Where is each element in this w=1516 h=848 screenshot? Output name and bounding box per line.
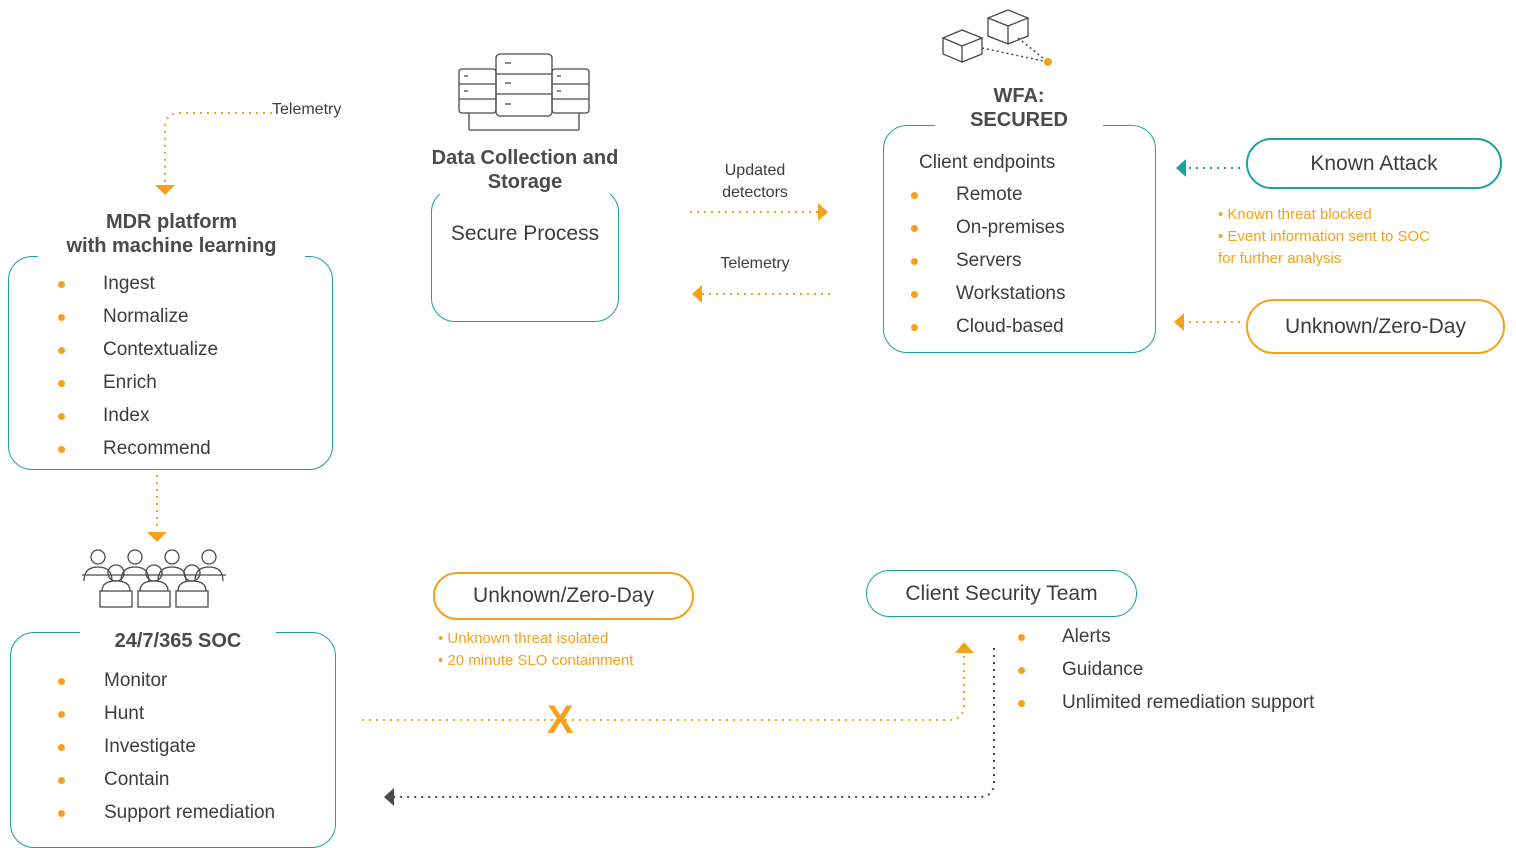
known-attack-pill: Known Attack: [1246, 138, 1502, 189]
arrowhead-detectors: [818, 203, 828, 221]
mdr-list: Ingest Normalize Contextualize Enrich In…: [58, 272, 218, 470]
people-group-icon: [82, 549, 226, 608]
arrowhead-known: [1176, 159, 1186, 177]
wfa-item-on-premises: On-premises: [911, 216, 1065, 249]
bullet-dot: [58, 413, 65, 420]
client-item-remediation-support: Unlimited remediation support: [1018, 691, 1314, 724]
unknown-zero-day-right-pill: Unknown/Zero-Day: [1246, 299, 1505, 354]
wfa-item-servers: Servers: [911, 249, 1065, 282]
cubes-network-icon: [941, 9, 1052, 66]
mdr-item-recommend: Recommend: [58, 437, 218, 470]
wfa-subtitle: Client endpoints: [919, 152, 1056, 173]
wfa-list: Remote On-premises Servers Workstations …: [911, 183, 1065, 348]
mdr-item-enrich: Enrich: [58, 371, 218, 404]
bullet-dot: [58, 777, 65, 784]
wfa-item-remote: Remote: [911, 183, 1065, 216]
bullet-dot: [58, 810, 65, 817]
soc-item-support-remediation: Support remediation: [58, 801, 275, 834]
bullet-dot: [911, 192, 918, 199]
soc-item-hunt: Hunt: [58, 702, 275, 735]
bullet-dot: [1018, 634, 1025, 641]
telemetry-mid-label: Telemetry: [720, 255, 790, 272]
unknown-center-notes: • Unknown threat isolated • 20 minute SL…: [438, 628, 718, 672]
bullet-dot: [911, 291, 918, 298]
bullet-dot: [58, 711, 65, 718]
unknown-zero-day-center-pill: Unknown/Zero-Day: [433, 572, 694, 620]
client-to-soc-line: [394, 648, 995, 798]
bullet-dot: [58, 347, 65, 354]
soc-to-client-line: [362, 655, 965, 721]
updated-detectors-label: Updated detectors: [700, 160, 810, 204]
wfa-item-workstations: Workstations: [911, 282, 1065, 315]
arrowhead-telemetry-mid: [692, 285, 702, 303]
unknown-center-note-1: • Unknown threat isolated: [438, 630, 609, 647]
secure-process-box: [431, 188, 619, 322]
storage-title-line1: Data Collection and: [431, 147, 619, 169]
known-attack-note-3: for further analysis: [1218, 250, 1342, 267]
wfa-title-line1: WFA:: [993, 85, 1045, 107]
mdr-title: MDR platform with machine learning: [38, 210, 305, 258]
bullet-dot: [1018, 700, 1025, 707]
wfa-item-cloud-based: Cloud-based: [911, 315, 1065, 348]
client-item-alerts: Alerts: [1018, 625, 1314, 658]
client-security-team-pill: Client Security Team: [866, 570, 1137, 617]
soc-item-monitor: Monitor: [58, 669, 275, 702]
bullet-dot: [58, 281, 65, 288]
mdr-item-contextualize: Contextualize: [58, 338, 218, 371]
known-attack-notes: • Known threat blocked • Event informati…: [1218, 204, 1516, 270]
updated-detectors-line2: detectors: [722, 184, 788, 201]
known-attack-note-1: • Known threat blocked: [1218, 206, 1372, 223]
bullet-dot: [58, 314, 65, 321]
mdr-item-ingest: Ingest: [58, 272, 218, 305]
telemetry-top-label: Telemetry: [272, 101, 342, 118]
storage-title: Data Collection and Storage: [405, 146, 645, 194]
mdr-title-line1: MDR platform: [105, 211, 238, 233]
client-item-guidance: Guidance: [1018, 658, 1314, 691]
bullet-dot: [911, 225, 918, 232]
bullet-dot: [58, 744, 65, 751]
server-rack-icon: [458, 53, 590, 131]
wfa-title-line2: SECURED: [970, 109, 1068, 131]
bullet-dot: [911, 258, 918, 265]
secure-process-label: Secure Process: [450, 222, 600, 245]
unknown-center-note-2: • 20 minute SLO containment: [438, 652, 634, 669]
bullet-dot: [58, 380, 65, 387]
soc-item-contain: Contain: [58, 768, 275, 801]
arrowhead-mdr: [155, 185, 175, 195]
bullet-dot: [58, 446, 65, 453]
arrowhead-unknown-right: [1174, 313, 1184, 331]
known-attack-note-2: • Event information sent to SOC: [1218, 228, 1431, 245]
client-team-list: Alerts Guidance Unlimited remediation su…: [1018, 625, 1314, 724]
storage-title-line2: Storage: [487, 171, 563, 193]
mdr-item-normalize: Normalize: [58, 305, 218, 338]
soc-title: 24/7/365 SOC: [80, 629, 276, 653]
arrowhead-back: [384, 788, 394, 806]
mdr-title-line2: with machine learning: [66, 235, 277, 257]
blocked-x-mark: X: [547, 698, 574, 742]
arrowhead-soc: [147, 532, 167, 542]
arrowhead-client: [955, 642, 974, 653]
updated-detectors-line1: Updated: [724, 162, 786, 179]
bullet-dot: [1018, 667, 1025, 674]
mdr-item-index: Index: [58, 404, 218, 437]
soc-item-investigate: Investigate: [58, 735, 275, 768]
wfa-title: WFA: SECURED: [935, 84, 1103, 132]
telemetry-arrow-mdr: [164, 112, 272, 185]
bullet-dot: [58, 678, 65, 685]
bullet-dot: [911, 324, 918, 331]
soc-list: Monitor Hunt Investigate Contain Support…: [58, 669, 275, 834]
